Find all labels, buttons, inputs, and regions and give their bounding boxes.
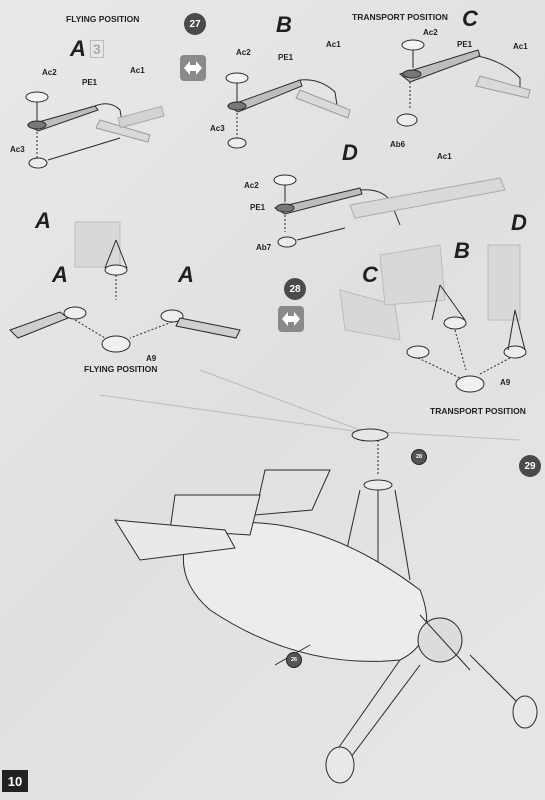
sub-step-a-letter: A — [70, 36, 86, 61]
part-a9: A9 — [146, 354, 157, 363]
part-ac2: Ac2 — [42, 68, 57, 77]
rotor-callout: 28 — [411, 449, 427, 465]
part-pe1: PE1 — [457, 40, 473, 49]
part-pe1: PE1 — [278, 53, 294, 62]
part-ac3: Ac3 — [210, 124, 225, 133]
transport-position-caption: TRANSPORT POSITION — [430, 406, 526, 416]
diagram-d — [273, 174, 506, 248]
part-ac1: Ac1 — [437, 152, 452, 161]
part-pe1: PE1 — [250, 203, 266, 212]
fuselage-callout: 26 — [286, 652, 302, 668]
diagram-c — [396, 39, 531, 127]
diagram-a — [25, 91, 165, 169]
part-ac2: Ac2 — [236, 48, 251, 57]
flying-group-art — [9, 221, 241, 353]
flying-position-title: FLYING POSITION — [66, 14, 140, 24]
page-number: 10 — [2, 770, 28, 792]
transport-position-title: TRANSPORT POSITION — [352, 12, 448, 22]
part-ac1: Ac1 — [326, 40, 341, 49]
blade-c-letter: C — [362, 262, 378, 287]
part-a9: A9 — [500, 378, 511, 387]
part-ac1: Ac1 — [513, 42, 528, 51]
sub-step-b-letter: B — [276, 12, 292, 37]
blade-b-letter: B — [454, 238, 470, 263]
step-29-badge: 29 — [519, 455, 541, 477]
sub-step-c-letter: C — [462, 6, 478, 31]
autogyro-art — [99, 369, 538, 784]
transport-group-art — [339, 244, 527, 393]
part-ab7: Ab7 — [256, 243, 272, 252]
diagram-b — [225, 72, 351, 149]
part-ab6: Ab6 — [390, 140, 406, 149]
flying-position-caption: FLYING POSITION — [84, 364, 158, 374]
step-27-badge: 27 — [184, 13, 206, 35]
sub-step-d-letter: D — [342, 140, 358, 165]
blade-a-letter: A — [35, 208, 51, 233]
swap-arrows-icon — [180, 55, 206, 81]
swap-arrows-icon — [278, 306, 304, 332]
part-ac1: Ac1 — [130, 66, 145, 75]
part-ac3: Ac3 — [10, 145, 25, 154]
part-ac2: Ac2 — [423, 28, 438, 37]
reference-number: 3 — [90, 40, 104, 58]
step-28-badge: 28 — [284, 278, 306, 300]
blade-a-letter: A — [52, 262, 68, 287]
part-ac2: Ac2 — [244, 181, 259, 190]
part-pe1: PE1 — [82, 78, 98, 87]
blade-a-letter: A — [178, 262, 194, 287]
blade-d-letter: D — [511, 210, 527, 235]
